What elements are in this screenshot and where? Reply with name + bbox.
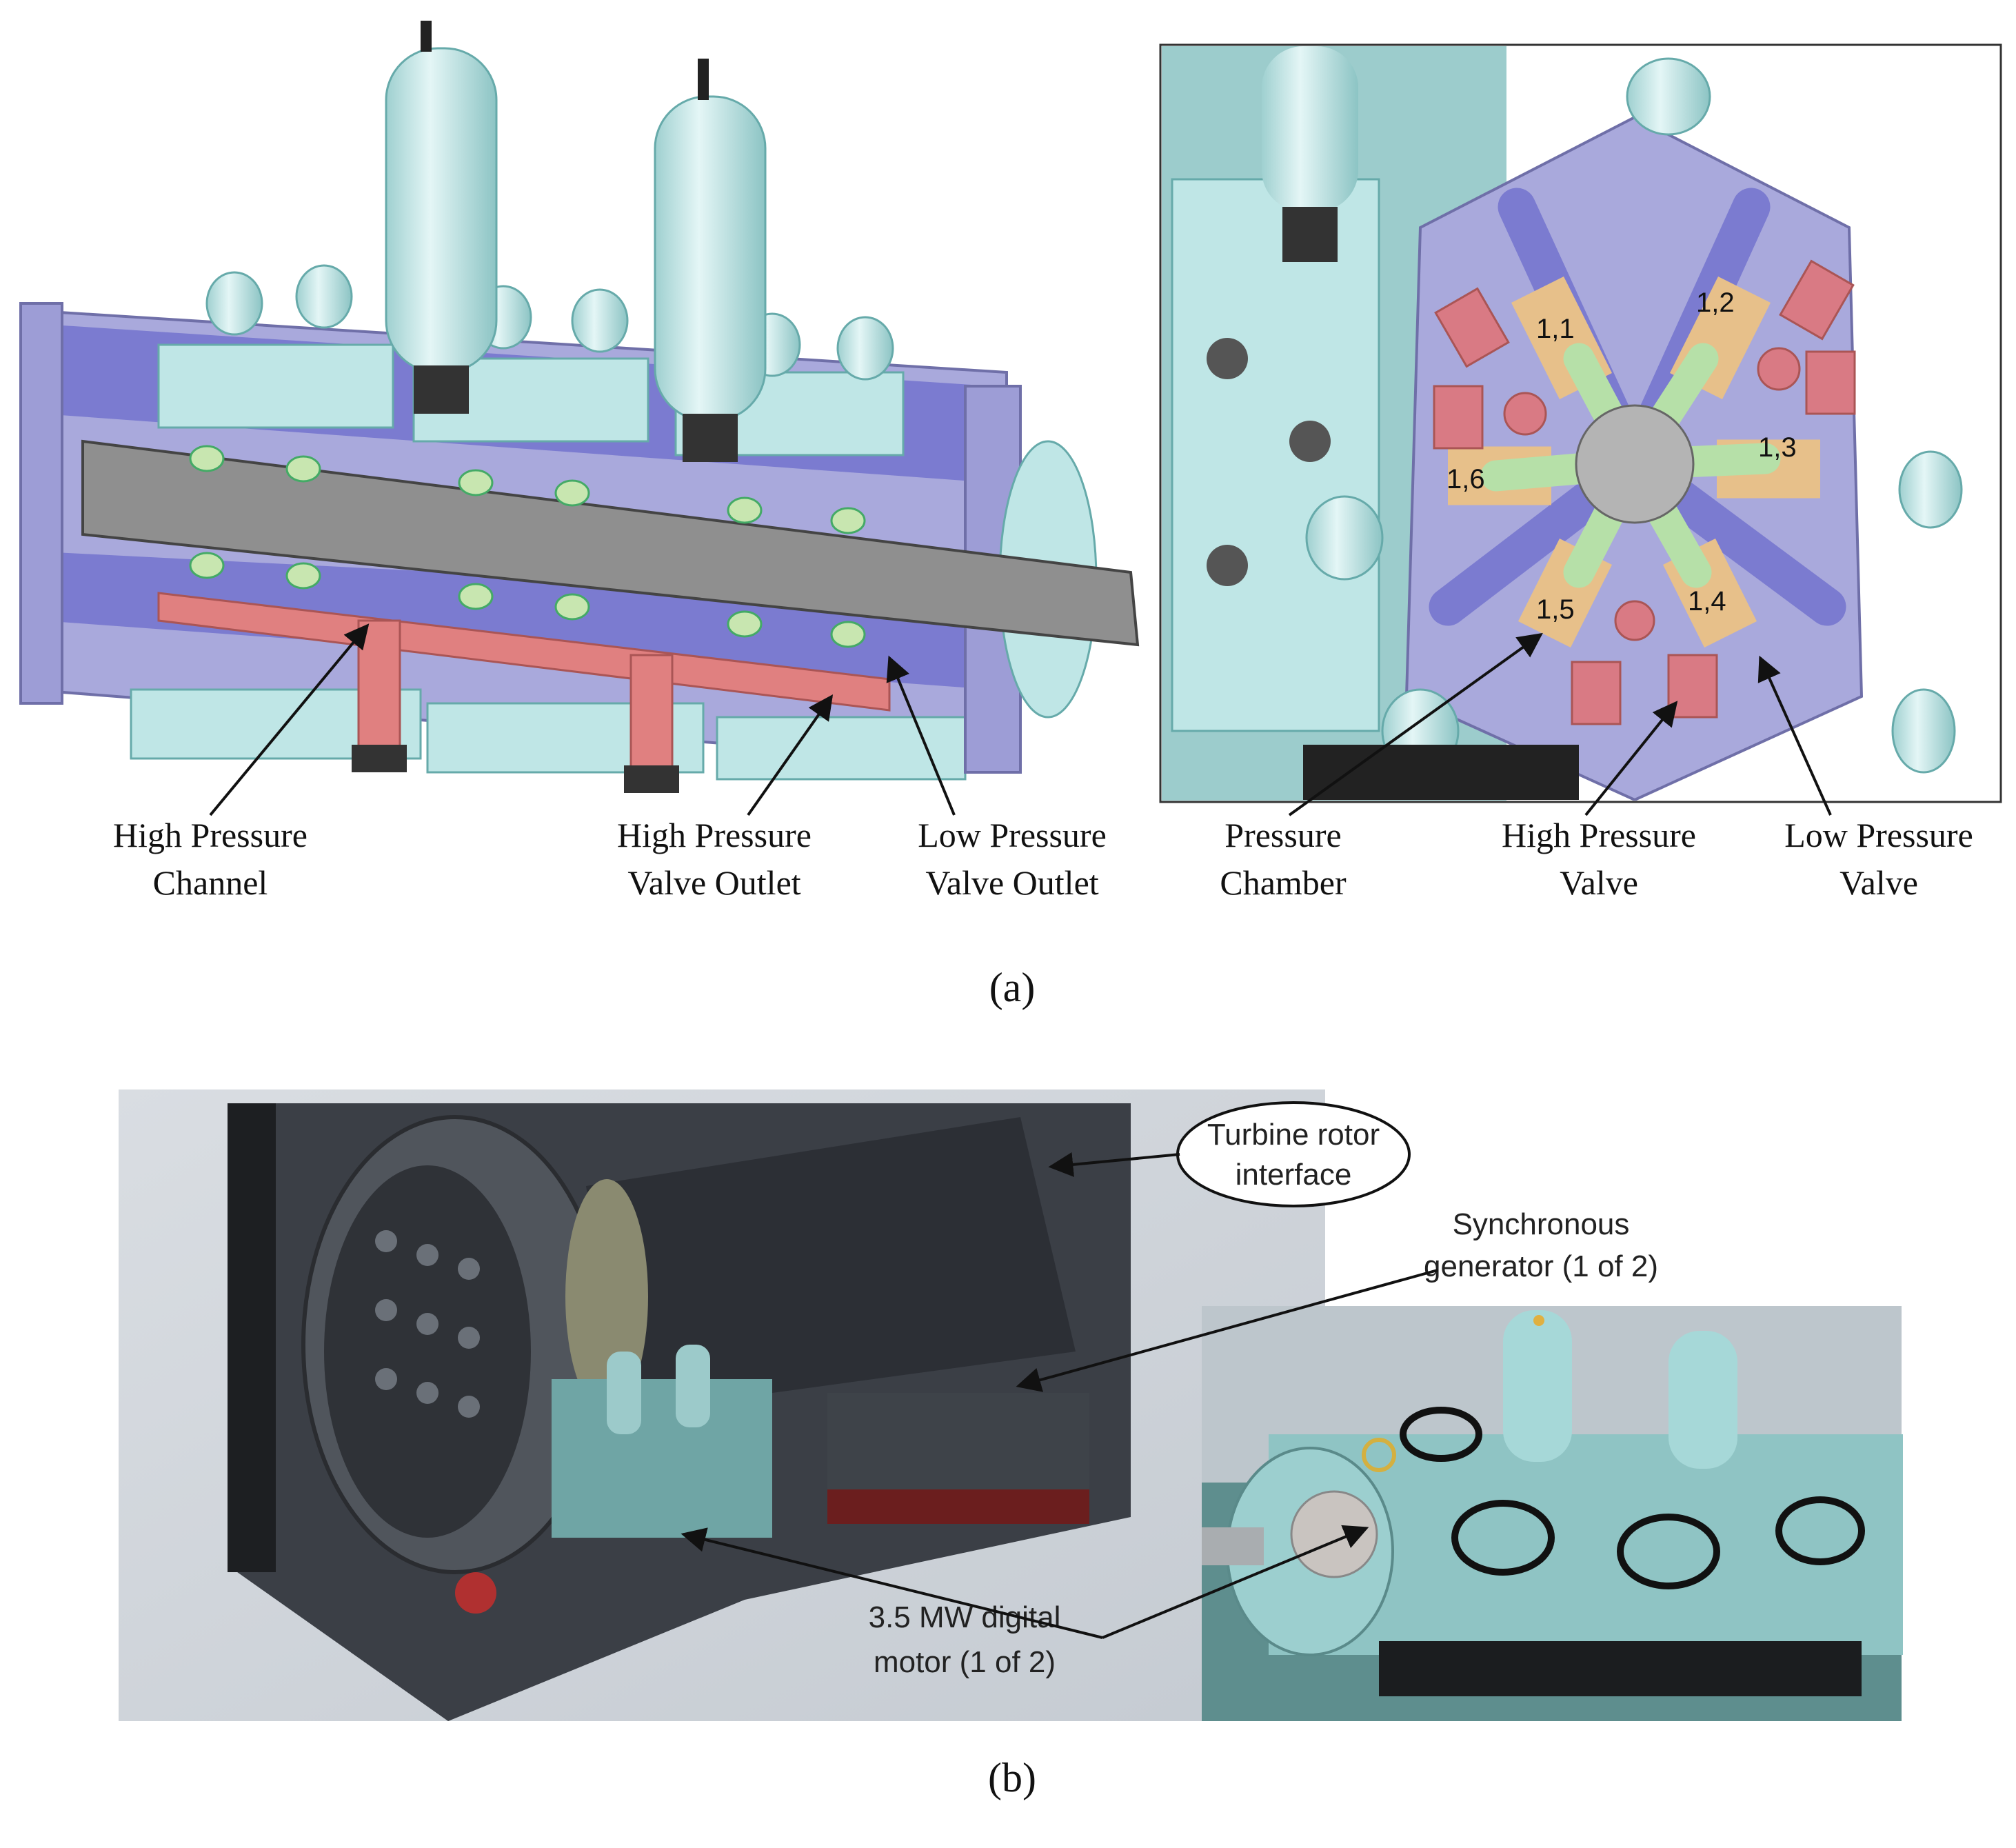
svg-text:Valve Outlet: Valve Outlet <box>925 863 1098 902</box>
chamber-label-1-3: 1,3 <box>1758 432 1797 463</box>
label-high-pressure-valve: High Pressure Valve <box>1502 816 1696 902</box>
synchronous-generator-label: Synchronous generator (1 of 2) <box>1407 1200 1696 1289</box>
callout-arrows-b <box>681 1152 1438 1639</box>
installation-photo <box>119 1089 1325 1721</box>
svg-text:High Pressure: High Pressure <box>1502 816 1696 854</box>
label-high-pressure-channel: High Pressure Channel <box>113 816 308 902</box>
svg-text:interface: interface <box>1236 1158 1352 1192</box>
chamber-label-1-4: 1,4 <box>1688 586 1726 616</box>
callout-arrows-a <box>209 623 1832 816</box>
label-low-pressure-valve: Low Pressure Valve <box>1784 816 1973 902</box>
chamber-label-1-1: 1,1 <box>1536 314 1575 344</box>
svg-text:3.5 MW digital: 3.5 MW digital <box>869 1600 1061 1634</box>
svg-text:Pressure: Pressure <box>1224 816 1341 854</box>
generator-photo <box>1202 1306 1903 1721</box>
chamber-label-1-2: 1,2 <box>1696 288 1735 318</box>
svg-text:High Pressure: High Pressure <box>113 816 308 854</box>
svg-text:Valve: Valve <box>1560 863 1638 902</box>
svg-text:Turbine rotor: Turbine rotor <box>1207 1118 1380 1152</box>
chamber-label-1-5: 1,5 <box>1536 594 1575 625</box>
svg-text:Channel: Channel <box>153 863 268 902</box>
svg-text:motor (1 of 2): motor (1 of 2) <box>874 1645 1056 1679</box>
label-low-pressure-valve-outlet: Low Pressure Valve Outlet <box>918 816 1107 902</box>
svg-text:Low Pressure: Low Pressure <box>1784 816 1973 854</box>
label-pressure-chamber: Pressure Chamber <box>1220 816 1347 902</box>
caption-b: (b) <box>988 1755 1036 1800</box>
label-high-pressure-valve-outlet: High Pressure Valve Outlet <box>617 816 812 902</box>
digital-motor-label: 3.5 MW digital motor (1 of 2) <box>869 1600 1061 1679</box>
accumulator-icon <box>385 21 498 414</box>
svg-text:Valve: Valve <box>1839 863 1918 902</box>
caption-a: (a) <box>989 965 1036 1010</box>
svg-text:Synchronous: Synchronous <box>1453 1207 1630 1241</box>
radial-section-drawing: 1,1 1,2 1,3 1,4 1,5 1,6 <box>1159 43 2002 803</box>
accumulator-icon <box>654 59 767 462</box>
svg-text:Low Pressure: Low Pressure <box>918 816 1107 854</box>
svg-text:Chamber: Chamber <box>1220 863 1347 902</box>
svg-text:generator (1 of 2): generator (1 of 2) <box>1424 1249 1658 1283</box>
svg-text:High Pressure: High Pressure <box>617 816 812 854</box>
svg-text:Valve Outlet: Valve Outlet <box>627 863 800 902</box>
chamber-label-1-6: 1,6 <box>1447 464 1485 494</box>
turbine-rotor-interface-callout: Turbine rotor interface <box>1176 1101 1411 1207</box>
motor-cross-section-drawing <box>19 21 1140 793</box>
